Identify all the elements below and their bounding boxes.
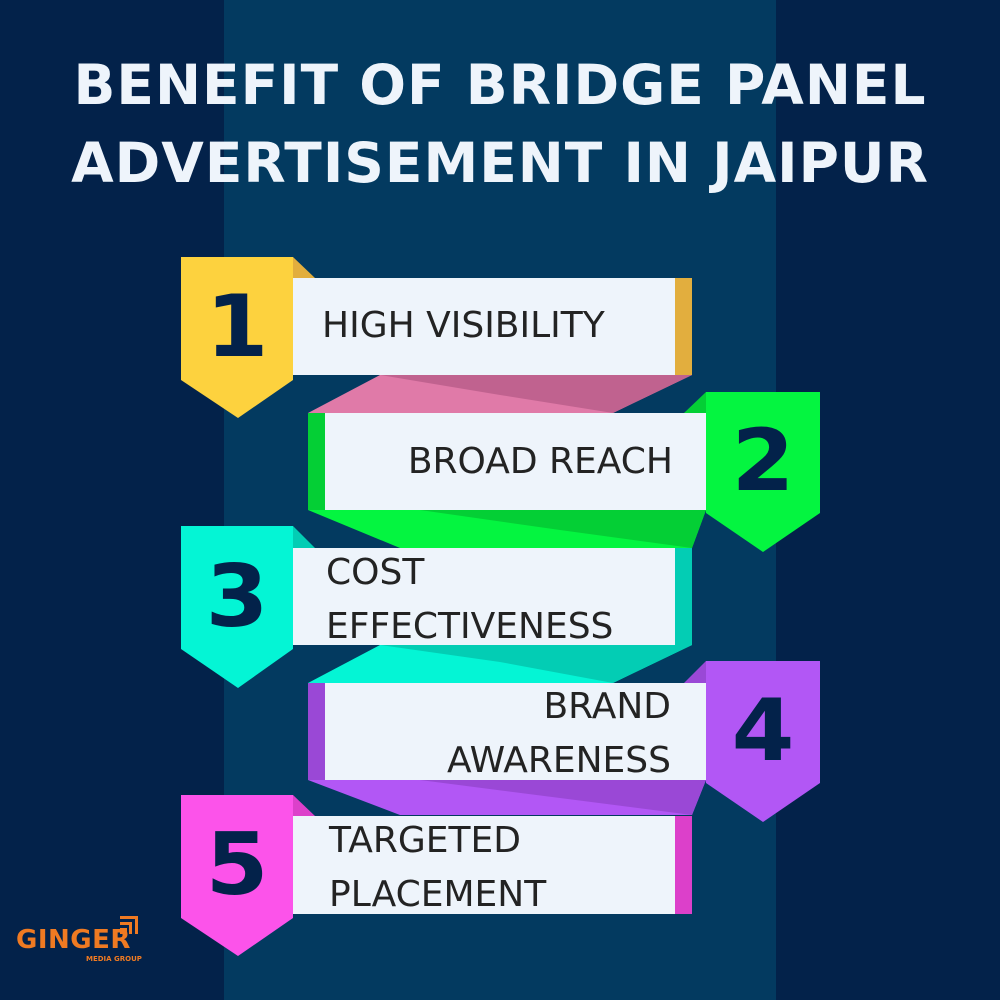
benefit-2 [308, 392, 820, 552]
connector-2-3 [308, 510, 706, 548]
benefit-5 [181, 795, 692, 956]
benefit-2-label: BROAD REACH [407, 441, 673, 482]
logo-subtitle: MEDIA GROUP [86, 955, 142, 963]
benefit-1 [181, 257, 692, 418]
benefit-5-label: TARGETED PLACEMENT [329, 820, 547, 915]
logo-mark-icon [120, 916, 138, 934]
badge-number-4: 4 [731, 681, 795, 781]
benefit-3 [181, 526, 692, 688]
benefit-4 [308, 661, 820, 822]
connector-1-2 [308, 375, 692, 413]
badge-number-3: 3 [205, 547, 269, 647]
ginger-media-group-logo: GINGER MEDIA GROUP [16, 916, 142, 963]
page-title: BENEFIT OF BRIDGE PANEL ADVERTISEMENT IN… [0, 46, 1000, 202]
logo-name: GINGER [16, 925, 131, 955]
title-line-1: BENEFIT OF BRIDGE PANEL [73, 53, 927, 117]
connector-4-5 [308, 780, 706, 815]
connector-3-4 [308, 645, 692, 683]
badge-number-2: 2 [731, 411, 795, 511]
benefit-4-label: BRAND AWARENESS [446, 686, 671, 781]
title-line-2: ADVERTISEMENT IN JAIPUR [71, 131, 929, 195]
badge-number-1: 1 [205, 277, 269, 377]
badge-number-5: 5 [205, 815, 269, 915]
benefit-3-label: COST EFFECTIVENESS [326, 552, 614, 647]
benefit-1-label: HIGH VISIBILITY [322, 305, 605, 346]
